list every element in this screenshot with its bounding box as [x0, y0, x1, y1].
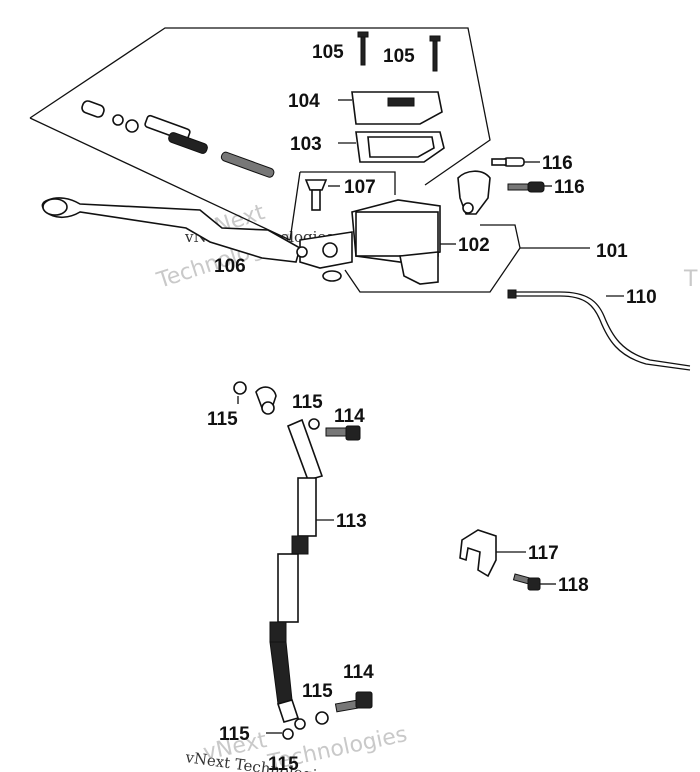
callout-115-a: 115 [207, 409, 238, 430]
piston-ring [112, 114, 124, 126]
screw-105-left [357, 31, 369, 66]
callout-106: 106 [214, 256, 246, 277]
callout-117: 117 [528, 543, 559, 564]
washer-upper [233, 381, 247, 395]
bolt-116-upper [491, 157, 525, 167]
screw-105-right [429, 35, 441, 72]
callout-114-b: 114 [343, 662, 374, 683]
washer-115-c [315, 711, 329, 725]
callout-115-c: 115 [302, 681, 333, 702]
callout-107: 107 [344, 177, 376, 198]
master-cylinder-102 [296, 199, 441, 285]
callout-104: 104 [288, 91, 320, 112]
callout-113: 113 [336, 511, 367, 532]
exploded-frame-inner [300, 171, 396, 195]
piston-kit [81, 100, 275, 178]
washer-115-e [282, 728, 294, 740]
callout-115-d: 115 [219, 724, 250, 745]
callout-118: 118 [558, 575, 589, 596]
callout-115-b: 115 [292, 392, 323, 413]
callout-102: 102 [458, 235, 490, 256]
reservoir-cap-104 [351, 91, 443, 125]
bolt-116-lower [507, 181, 545, 193]
clamp-bracket [457, 170, 491, 215]
exploded-frame-top [29, 27, 491, 186]
watermark-edge-t: T [683, 267, 698, 292]
piston-cup [168, 132, 208, 154]
callout-105-a: 105 [312, 42, 344, 63]
callout-101: 101 [596, 241, 628, 262]
callout-116-a: 116 [542, 153, 573, 174]
exploded-frame-left [29, 117, 291, 241]
hose-bracket-117 [459, 529, 497, 578]
piston-seal [125, 119, 139, 133]
bolt-118 [512, 573, 541, 591]
callout-115-e: 115 [268, 754, 299, 772]
brake-hose-113 [233, 381, 324, 723]
callout-103: 103 [290, 134, 322, 155]
piston-spring [220, 151, 275, 178]
banjo-bolt-114-lower [334, 691, 373, 713]
washer-115-d [294, 718, 306, 730]
piston-dust-boot [81, 100, 105, 118]
callout-105-b: 105 [383, 46, 415, 67]
exploded-frame-inner-left [289, 171, 301, 241]
brake-switch-wire-110 [507, 289, 691, 371]
callout-114-a: 114 [334, 406, 365, 427]
washer-115-b [308, 418, 320, 430]
callout-110: 110 [626, 287, 657, 308]
callout-116-b: 116 [554, 177, 585, 198]
bracket-101 [344, 224, 521, 293]
banjo-bolt-114-upper [325, 425, 361, 441]
bolt-107 [304, 179, 328, 211]
